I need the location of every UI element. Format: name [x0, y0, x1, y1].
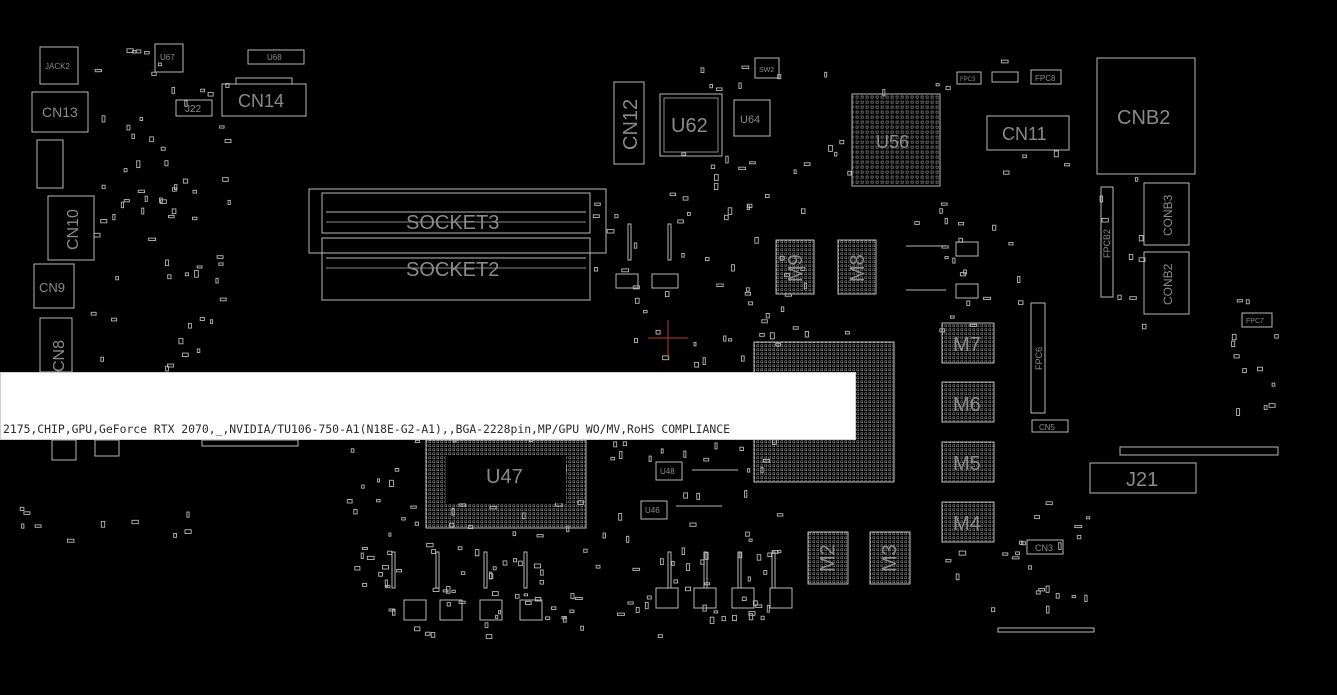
socket3-outline[interactable] [308, 188, 607, 254]
label-cn9: CN9 [39, 280, 65, 295]
u46-outline[interactable] [640, 500, 668, 520]
label-cn8: CN8 [51, 340, 68, 372]
label-cn11: CN11 [1002, 124, 1047, 144]
sw2-outline[interactable] [754, 57, 780, 79]
fpcb2-outline[interactable] [1100, 186, 1114, 298]
label-u62: U62 [671, 115, 708, 137]
label-cnb2: CNB2 [1117, 107, 1170, 129]
conb2-outline[interactable] [1143, 251, 1190, 315]
u68-outline[interactable] [247, 49, 305, 65]
label-fpcb2: FPCB2 [1102, 229, 1112, 258]
m6-memory[interactable] [941, 381, 995, 423]
con2-outline[interactable] [36, 139, 64, 189]
label-j22: J22 [185, 104, 202, 115]
cn9-outline[interactable] [33, 263, 75, 309]
u64-outline[interactable] [733, 99, 771, 137]
j21-outline[interactable] [1089, 462, 1197, 494]
label-fpc7: FPC7 [1246, 318, 1264, 325]
label-jack2: JACK2 [45, 62, 70, 71]
u56-bga[interactable] [851, 93, 941, 187]
label-fpc6: FPC6 [1034, 347, 1044, 370]
passive-components [19, 48, 1279, 640]
fpc8-outline[interactable] [1030, 69, 1062, 85]
m8-memory[interactable] [837, 239, 877, 295]
cnb2-outline[interactable] [1096, 57, 1196, 175]
label-cn14: CN14 [238, 91, 284, 111]
label-sw2: SW2 [759, 67, 774, 74]
label-cn3: CN3 [1035, 543, 1053, 553]
label-u64: U64 [740, 114, 760, 126]
socket2-outline[interactable] [321, 237, 591, 301]
m7-memory[interactable] [941, 322, 995, 364]
label-socket2: SOCKET2 [406, 259, 499, 281]
label-cn12: CN12 [620, 99, 642, 150]
component-labels: JACK2 U67 U68 CN13 CN14 J22 CN10 CN9 CN8… [39, 53, 1264, 572]
label-m2: M2 [817, 544, 839, 572]
label-u56: U56 [876, 132, 909, 152]
m2-memory[interactable] [807, 531, 849, 585]
cursor-crosshair [648, 320, 688, 358]
m3-memory[interactable] [869, 531, 911, 585]
label-m6: M6 [953, 394, 981, 416]
label-fpc3: FPC3 [960, 77, 976, 83]
fpc6-outline[interactable] [1030, 302, 1046, 414]
fpc7-outline[interactable] [1241, 312, 1273, 328]
label-conb3: CONB3 [1161, 194, 1175, 236]
label-j21: J21 [1126, 469, 1158, 491]
tooltip-text: 2175,CHIP,GPU,GeForce RTX 2070,_,NVIDIA/… [3, 422, 730, 436]
u48-outline[interactable] [655, 461, 683, 481]
label-u46: U46 [645, 506, 660, 515]
label-cn5: CN5 [1039, 423, 1056, 432]
label-u67: U67 [160, 53, 175, 62]
label-m9: M9 [785, 254, 807, 282]
cn13-outline[interactable] [31, 91, 89, 133]
label-socket3: SOCKET3 [406, 212, 499, 234]
label-u47: U47 [486, 466, 523, 488]
cn3-outline[interactable] [1026, 539, 1064, 555]
cn5-outline[interactable] [1031, 419, 1069, 433]
label-m4: M4 [953, 513, 981, 535]
m9-memory[interactable] [775, 239, 815, 295]
label-u48: U48 [660, 467, 675, 476]
cn12-outline[interactable] [613, 81, 645, 165]
label-m3: M3 [879, 544, 901, 572]
cn10-outline[interactable] [47, 195, 95, 261]
m4-memory[interactable] [941, 501, 995, 543]
conb3-outline[interactable] [1143, 182, 1190, 246]
label-fpc8: FPC8 [1035, 74, 1056, 83]
label-m5: M5 [953, 453, 981, 475]
label-m8: M8 [847, 254, 869, 282]
label-u68: U68 [267, 53, 282, 62]
part-info-tooltip: 2175,CHIP,GPU,GeForce RTX 2070,_,NVIDIA/… [0, 372, 856, 440]
j22-outline[interactable] [175, 99, 213, 117]
u62-outline[interactable] [659, 93, 723, 157]
label-m7: M7 [953, 334, 981, 356]
label-conb2: CONB2 [1161, 263, 1175, 305]
jack2-outline[interactable] [39, 46, 79, 85]
u67-outline[interactable] [154, 43, 184, 73]
m5-memory[interactable] [941, 441, 995, 483]
cn11-outline[interactable] [986, 115, 1070, 151]
label-cn10: CN10 [65, 209, 82, 250]
label-cn13: CN13 [42, 104, 78, 120]
fpc3-outline[interactable] [956, 71, 982, 85]
